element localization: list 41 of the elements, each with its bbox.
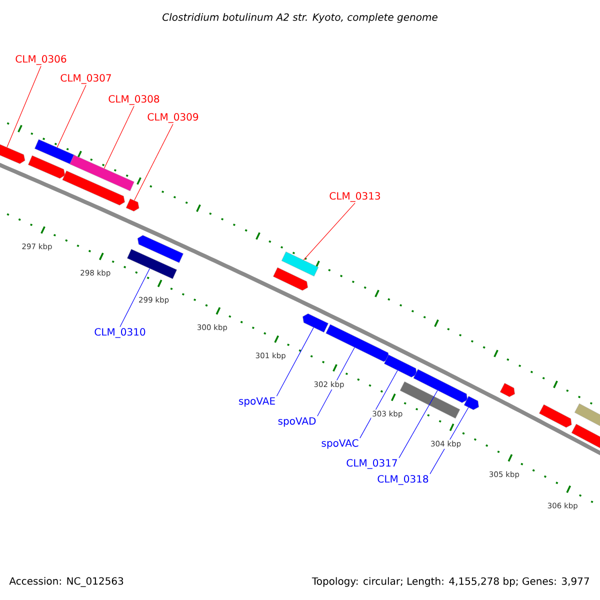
- gene-feature: [126, 198, 140, 212]
- gene-label: spoVAC: [322, 439, 358, 449]
- gene-label: CLM_0317: [346, 459, 397, 469]
- accession-text: Accession: NC_012563: [9, 577, 124, 587]
- gene-feature: [273, 267, 308, 291]
- gene-label: CLM_0306: [16, 55, 66, 65]
- gene-label: CLM_0307: [60, 74, 111, 84]
- gene-feature: [326, 324, 390, 362]
- title: Clostridium botulinum A2 str. Kyoto, complete genome: [162, 13, 438, 23]
- leader-line: [276, 327, 314, 396]
- gene-label: CLM_0308: [108, 95, 160, 105]
- gene-label: spoVAE: [239, 397, 275, 407]
- gene-feature: [137, 235, 184, 263]
- gene-feature: [464, 396, 479, 410]
- gene-feature: [571, 424, 600, 450]
- gene-feature: [34, 139, 76, 165]
- gene-label: CLM_0310: [94, 328, 146, 338]
- leader-line: [134, 124, 174, 201]
- gene-feature: [500, 383, 515, 397]
- leader-line: [6, 66, 42, 148]
- leader-line: [104, 106, 134, 169]
- gene-feature: [28, 155, 66, 179]
- leader-line: [120, 268, 150, 328]
- gene-label: CLM_0318: [378, 475, 428, 485]
- gene-feature: [70, 154, 134, 192]
- gene-feature: [384, 354, 417, 378]
- gene-feature: [127, 248, 177, 280]
- gene-feature: [574, 403, 600, 429]
- genome-stats-text: Topology: circular; Length: 4,155,278 bp; Genes: 3,977: [312, 577, 589, 587]
- gene-feature: [413, 369, 468, 403]
- leader-line: [398, 390, 438, 458]
- gene-label: CLM_0309: [148, 113, 198, 123]
- gene-feature: [302, 313, 328, 333]
- gene-feature: [62, 170, 125, 206]
- gene-label: spoVAD: [278, 417, 316, 427]
- leader-line: [360, 370, 398, 438]
- gene-feature: [539, 404, 572, 428]
- gene-label: CLM_0313: [330, 192, 380, 202]
- gene-feature: [281, 252, 319, 276]
- leader-line: [56, 84, 86, 148]
- leader-line: [303, 202, 356, 260]
